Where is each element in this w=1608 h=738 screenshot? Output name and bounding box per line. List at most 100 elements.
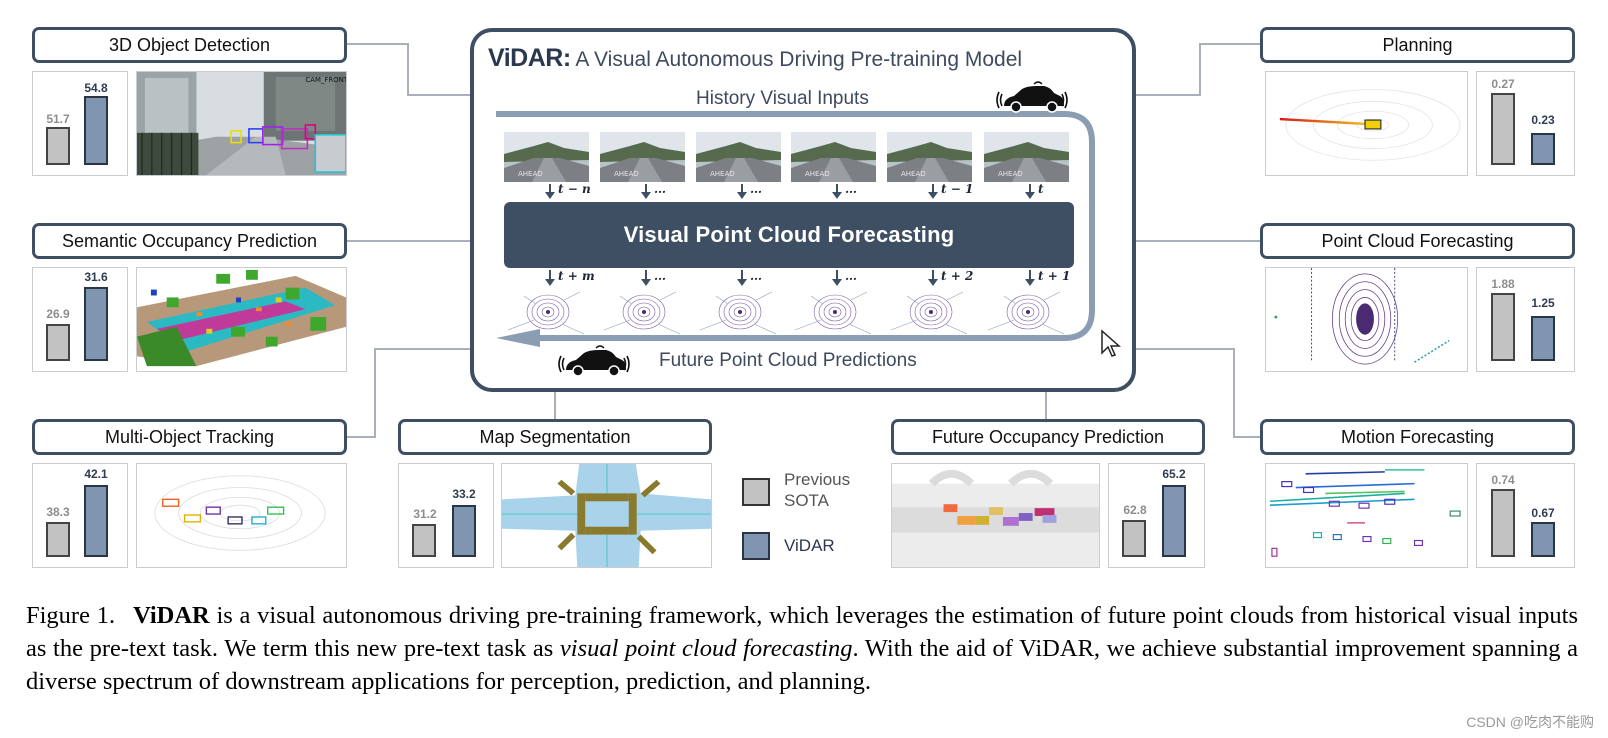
output-time-label: …: [750, 269, 762, 283]
caption-italic-term: visual point cloud forecasting: [559, 635, 853, 662]
task-title-planning: Planning: [1260, 27, 1575, 63]
svg-text:AHEAD: AHEAD: [805, 170, 830, 178]
output-time-label: t + m: [558, 269, 595, 283]
motion-forecasting-image: [1265, 463, 1468, 568]
bar-chart-future-occupancy-prediction: 62.8 65.2: [1108, 463, 1205, 568]
legend-previous-line1: Previous: [784, 470, 851, 489]
future-occupancy-image: [891, 463, 1100, 568]
vidar-value: 42.1: [84, 467, 108, 481]
vidar-bar: [1531, 316, 1555, 361]
bar-chart-3d-object-detection: 51.7 54.8: [32, 71, 128, 176]
history-frame-6: AHEAD: [984, 132, 1069, 182]
legend-previous-sota-swatch: [742, 478, 770, 506]
task-title-3d-object-detection: 3D Object Detection: [32, 27, 347, 63]
car-icon: [996, 81, 1068, 113]
vidar-bar: [84, 485, 108, 557]
previous-sota-value: 51.7: [46, 112, 70, 126]
history-frame-1: AHEAD: [504, 132, 589, 182]
svg-text:AHEAD: AHEAD: [710, 170, 735, 178]
history-frame-5: AHEAD: [887, 132, 972, 182]
svg-text:AHEAD: AHEAD: [998, 170, 1023, 178]
output-arrow: [641, 270, 651, 286]
vidar-value: 65.2: [1162, 467, 1186, 481]
output-time-label: t + 2: [941, 269, 974, 283]
car-icon: [558, 345, 630, 377]
task-title-semantic-occupancy-prediction: Semantic Occupancy Prediction: [32, 223, 347, 259]
previous-sota-bar: [412, 524, 436, 557]
output-time-label: t + 1: [1038, 269, 1071, 283]
history-frame-2: AHEAD: [600, 132, 685, 182]
input-time-label: …: [845, 182, 857, 196]
task-title-multi-object-tracking: Multi-Object Tracking: [32, 419, 347, 455]
panel-title: ViDAR: A Visual Autonomous Driving Pre-t…: [488, 44, 1022, 73]
cursor-arrow-icon: [1101, 329, 1121, 357]
vidar-brand: ViDAR:: [488, 44, 571, 72]
vidar-model-panel: ViDAR: A Visual Autonomous Driving Pre-t…: [470, 28, 1136, 392]
vidar-value: 1.25: [1531, 296, 1555, 310]
figure-caption: Figure 1. ViDAR is a visual autonomous dr…: [26, 599, 1578, 698]
vidar-value: 0.67: [1531, 506, 1555, 520]
caption-text-part1: is a visual autonomous driving pre-train…: [26, 602, 1578, 662]
previous-sota-bar: [46, 127, 70, 165]
output-arrow: [1025, 270, 1035, 286]
svg-text:AHEAD: AHEAD: [901, 170, 926, 178]
figure-label: Figure 1.: [26, 602, 116, 629]
task-title-motion-forecasting: Motion Forecasting: [1260, 419, 1575, 455]
input-arrow: [832, 184, 842, 199]
vidar-value: 33.2: [452, 487, 476, 501]
future-point-cloud-3: [696, 284, 781, 340]
bar-chart-multi-object-tracking: 38.3 42.1: [32, 463, 128, 568]
input-arrow: [928, 184, 938, 199]
bar-chart-planning: 0.27 0.23: [1476, 71, 1575, 176]
point-cloud-image: [1265, 267, 1468, 372]
caption-bold-term: ViDAR: [133, 602, 210, 629]
figure-1: 3D Object Detection 51.7 54.8 CAM_FRONT …: [32, 27, 1575, 568]
input-arrow: [737, 184, 747, 199]
bar-chart-semantic-occupancy-prediction: 26.9 31.6: [32, 267, 128, 372]
future-point-cloud-5: [887, 284, 972, 340]
previous-sota-bar: [46, 324, 70, 361]
input-arrow: [1025, 184, 1035, 199]
legend-vidar: ViDAR: [784, 536, 835, 555]
vidar-value: 0.23: [1531, 113, 1555, 127]
bar-chart-motion-forecasting: 0.74 0.67: [1476, 463, 1575, 568]
previous-sota-bar: [1491, 293, 1515, 361]
bar-chart-map-segmentation: 31.2 33.2: [398, 463, 494, 568]
vidar-value: 54.8: [84, 81, 108, 95]
history-frame-4: AHEAD: [791, 132, 876, 182]
svg-text:AHEAD: AHEAD: [518, 170, 543, 178]
connector-lines: [347, 43, 1260, 438]
future-point-cloud-4: [791, 284, 876, 340]
previous-sota-value: 31.2: [413, 507, 437, 521]
semantic-occupancy-image: [136, 267, 347, 372]
history-frame-3: AHEAD: [696, 132, 781, 182]
map-segmentation-image: [501, 463, 712, 568]
previous-sota-value: 0.74: [1491, 473, 1515, 487]
input-time-label: …: [750, 182, 762, 196]
tracking-image: [136, 463, 347, 568]
panel-title-text: A Visual Autonomous Driving Pre-training…: [575, 48, 1023, 71]
task-title-future-occupancy-prediction: Future Occupancy Prediction: [891, 419, 1205, 455]
previous-sota-value: 26.9: [46, 307, 70, 321]
previous-sota-value: 38.3: [46, 505, 70, 519]
input-time-label: …: [654, 182, 666, 196]
future-point-cloud-predictions-label: Future Point Cloud Predictions: [659, 350, 917, 371]
watermark: CSDN @吃肉不能购: [1466, 714, 1594, 730]
vidar-bar: [452, 505, 476, 557]
previous-sota-bar: [46, 522, 70, 557]
input-time-label: t: [1038, 182, 1044, 196]
vidar-bar: [1531, 133, 1555, 165]
task-title-map-segmentation: Map Segmentation: [398, 419, 712, 455]
vidar-bar: [84, 287, 108, 361]
output-arrow: [737, 270, 747, 286]
future-point-cloud-6: [984, 284, 1069, 340]
previous-sota-value: 0.27: [1491, 77, 1515, 91]
input-arrow: [641, 184, 651, 199]
output-arrow: [928, 270, 938, 286]
input-arrow: [545, 184, 555, 199]
output-arrow: [545, 270, 555, 286]
task-title-point-cloud-forecasting: Point Cloud Forecasting: [1260, 223, 1575, 259]
planning-image: [1265, 71, 1468, 176]
previous-sota-bar: [1491, 93, 1515, 165]
history-visual-inputs-label: History Visual Inputs: [696, 88, 869, 109]
